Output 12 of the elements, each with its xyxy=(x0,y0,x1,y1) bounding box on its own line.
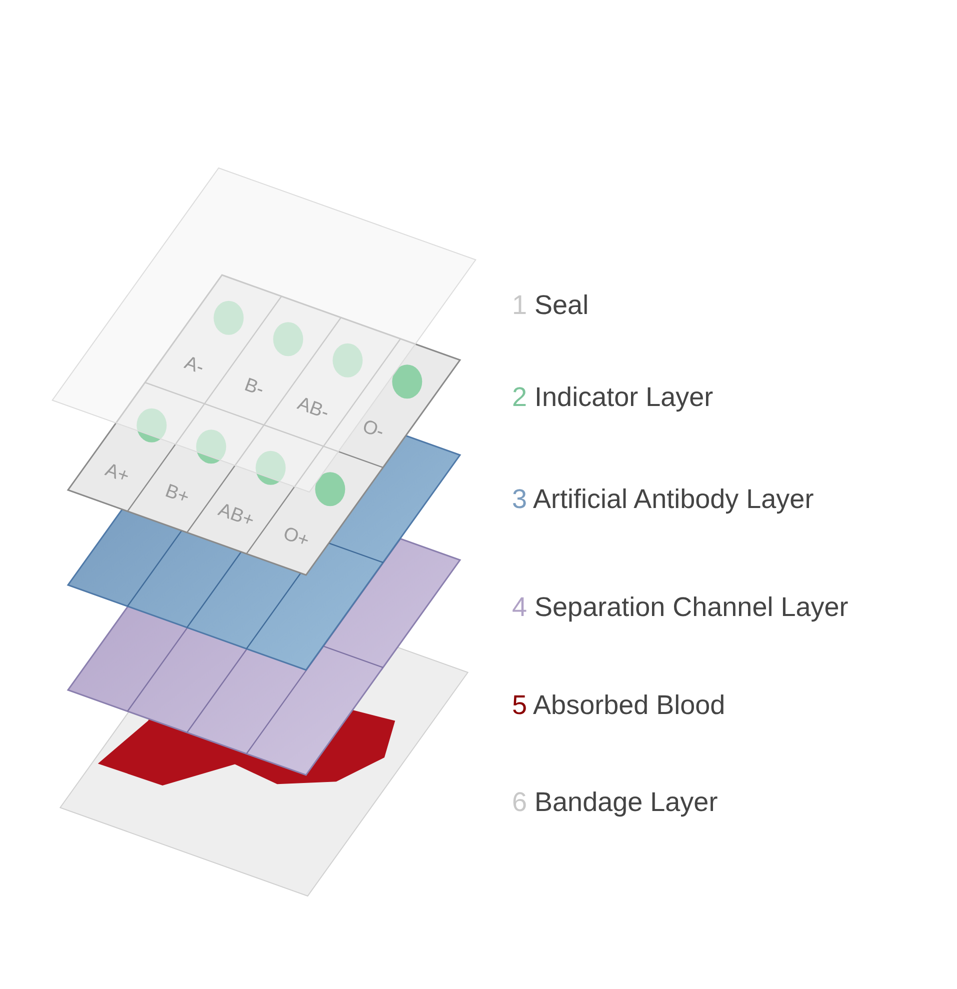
blood-type-label: O- xyxy=(358,416,386,444)
blood-type-label: AB- xyxy=(294,393,332,424)
blood-type-label: O+ xyxy=(280,522,312,552)
layer-label: 2 Indicator Layer xyxy=(512,382,714,413)
blood-type-label: AB+ xyxy=(215,500,257,533)
layer-label: 5 Absorbed Blood xyxy=(512,690,726,721)
blood-type-label: B+ xyxy=(162,480,192,510)
layer-label: 3 Artificial Antibody Layer xyxy=(512,484,814,515)
blood-type-label: A- xyxy=(181,352,207,380)
layer-label: 4 Separation Channel Layer xyxy=(512,592,848,623)
blood-type-label: B- xyxy=(240,374,266,402)
blood-type-label: A+ xyxy=(102,459,132,488)
